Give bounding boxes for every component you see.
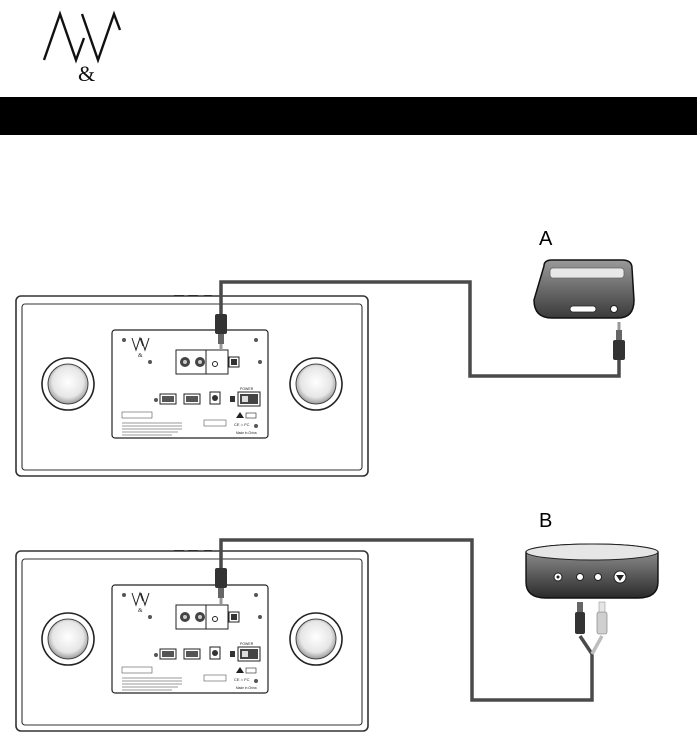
speaker-b (16, 550, 368, 731)
speaker-icon (16, 550, 368, 731)
speaker-icon (16, 295, 368, 476)
dock-device-icon (534, 260, 634, 318)
speaker-a (16, 295, 368, 476)
cd-player-icon (526, 544, 658, 598)
